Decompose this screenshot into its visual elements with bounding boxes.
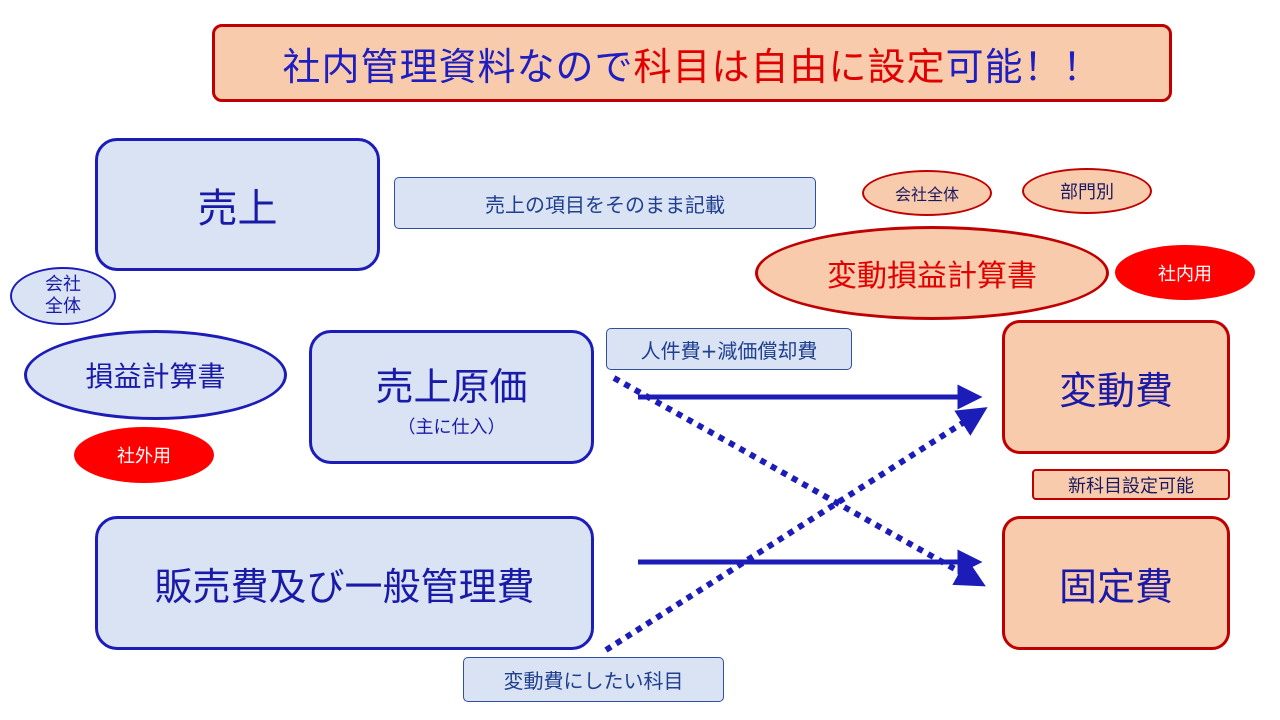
company-wide-ellipse-right: 会社全体 — [862, 170, 992, 216]
sales-label: 売上 — [197, 185, 278, 232]
cogs-label: 売上原価 — [375, 364, 528, 409]
dotted-arrow-sga-to-variable — [604, 407, 988, 653]
company-wide-ellipse-left: 会社 全体 — [10, 267, 116, 325]
sga-label: 販売費及び一般管理費 — [154, 564, 535, 609]
variable-candidates-note: 変動費にしたい科目 — [463, 657, 724, 702]
variable-cost-box: 変動費 — [1002, 320, 1230, 454]
variable-candidates-note-text: 変動費にしたい科目 — [503, 669, 684, 693]
internal-use-label: 社内用 — [1158, 263, 1212, 285]
fixed-cost-box: 固定費 — [1002, 516, 1230, 650]
banner-text-2: 科目は自由に設定 — [633, 44, 946, 89]
sales-box: 売上 — [95, 138, 380, 271]
cogs-sublabel: （主に仕入） — [397, 416, 506, 438]
income-statement-ellipse: 損益計算書 — [24, 330, 287, 420]
variable-pl-label: 変動損益計算書 — [827, 259, 1037, 294]
sales-note: 売上の項目をそのまま記載 — [394, 177, 816, 229]
title-banner: 社内管理資料なので科目は自由に設定可能！！ — [212, 24, 1172, 102]
by-department-label: 部門別 — [1060, 182, 1114, 203]
dotted-arrow-cogs-to-fixed — [612, 375, 986, 587]
cogs-box: 売上原価 （主に仕入） — [309, 330, 594, 464]
company-wide-label-right: 会社全体 — [894, 185, 959, 204]
fixed-cost-label: 固定費 — [1058, 564, 1173, 609]
external-use-ellipse: 社外用 — [74, 427, 214, 483]
sga-box: 販売費及び一般管理費 — [95, 516, 594, 650]
personnel-note: 人件費+減価償却費 — [606, 328, 852, 370]
sales-note-text: 売上の項目をそのまま記載 — [485, 192, 725, 217]
company-wide-label-left: 会社 全体 — [45, 274, 81, 317]
new-account-note-text: 新科目設定可能 — [1068, 475, 1194, 497]
personnel-note-text: 人件費+減価償却費 — [640, 338, 818, 363]
variable-cost-label: 変動費 — [1058, 368, 1173, 413]
external-use-label: 社外用 — [117, 446, 171, 467]
income-statement-label: 損益計算書 — [85, 360, 226, 393]
banner-text-3: 可能！！ — [945, 44, 1102, 89]
internal-use-ellipse: 社内用 — [1115, 245, 1255, 300]
new-account-note: 新科目設定可能 — [1032, 469, 1230, 500]
variable-pl-ellipse: 変動損益計算書 — [755, 226, 1109, 320]
banner-text-1: 社内管理資料なので — [282, 44, 634, 89]
by-department-ellipse: 部門別 — [1022, 168, 1152, 214]
